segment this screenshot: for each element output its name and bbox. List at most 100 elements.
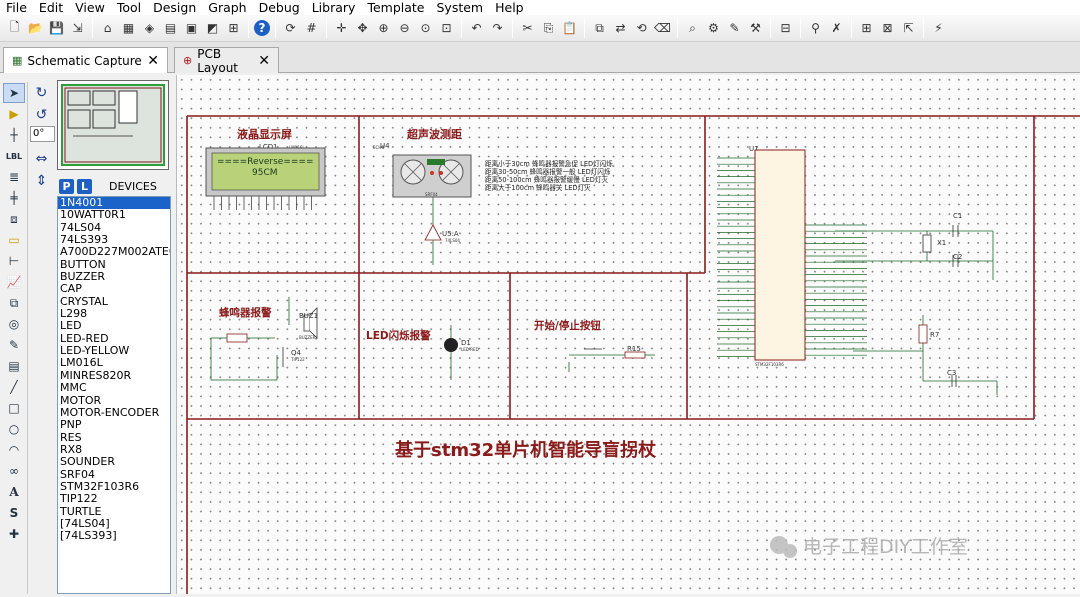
electrical-rule-icon[interactable]: ⚡ — [934, 21, 943, 35]
subcircuit-icon[interactable]: ⧈ — [10, 211, 18, 226]
decompose-icon[interactable]: ⚒ — [750, 21, 761, 35]
pcb-icon[interactable]: ◈ — [144, 21, 155, 35]
device-list-item[interactable]: TIP122 — [60, 492, 98, 506]
device-list-item[interactable]: PNP — [60, 418, 82, 432]
cut-icon[interactable]: ✂ — [522, 21, 533, 35]
menu-debug[interactable]: Debug — [258, 0, 300, 15]
device-pins-icon[interactable]: ⊢ — [8, 254, 20, 268]
text-icon[interactable]: A — [9, 485, 19, 499]
pick-devices-button[interactable]: P — [59, 178, 74, 194]
block-copy-icon[interactable]: ⧉ — [595, 20, 604, 35]
device-list-item[interactable]: MOTOR — [60, 393, 102, 407]
open-icon[interactable]: 📂 — [28, 21, 43, 35]
remove-sheet-icon[interactable]: ⊠ — [882, 21, 893, 35]
home-icon[interactable]: ⌂ — [103, 21, 112, 35]
selection-mode-icon[interactable]: ➤ — [3, 83, 25, 103]
line-icon[interactable]: ╱ — [10, 380, 18, 394]
device-list-item[interactable]: [74LS04] — [60, 516, 110, 530]
packaging-icon[interactable]: ✎ — [729, 21, 740, 35]
schematic-canvas[interactable]: 液晶显示屏 超声波测距 蜂鸣器报警 LED闪烁报警 开始/停止按钮 基于stm3… — [177, 75, 1080, 594]
3d-icon[interactable]: ◩ — [206, 21, 219, 35]
overview-window[interactable] — [57, 80, 169, 170]
schematic-icon[interactable]: ▦ — [122, 21, 135, 35]
marker-icon[interactable]: ✚ — [8, 527, 20, 541]
arc-icon[interactable]: ◠ — [8, 443, 20, 457]
generator-icon[interactable]: ◎ — [8, 317, 20, 331]
zoom-in-icon[interactable]: ⊕ — [378, 21, 389, 35]
device-list-item[interactable]: SOUNDER — [60, 455, 115, 469]
device-list-item[interactable]: RES — [60, 430, 82, 444]
bom-icon[interactable]: ▤ — [164, 21, 177, 35]
refresh-icon[interactable]: ⟳ — [285, 21, 296, 35]
device-list-item[interactable]: RX8 — [60, 442, 83, 456]
zoom-out-icon[interactable]: ⊖ — [399, 21, 410, 35]
menu-system[interactable]: System — [436, 0, 484, 15]
text-script-icon[interactable]: ≣ — [8, 170, 20, 184]
tab-pcb-layout[interactable]: ⊕ PCB Layout ✕ — [174, 47, 279, 75]
copy-icon[interactable]: ⎘ — [543, 20, 554, 35]
menu-help[interactable]: Help — [495, 0, 524, 15]
help-icon[interactable]: ? — [254, 20, 270, 36]
device-list-item[interactable]: MINRES820R — [60, 368, 132, 382]
close-icon[interactable]: ✕ — [258, 52, 270, 69]
circle-icon[interactable]: ○ — [8, 422, 20, 436]
device-list-item[interactable]: TURTLE — [60, 504, 102, 518]
menu-design[interactable]: Design — [153, 0, 197, 15]
gerber-icon[interactable]: ▣ — [185, 21, 198, 35]
origin-icon[interactable]: ✛ — [336, 21, 347, 35]
design-explorer-icon[interactable]: ⊞ — [228, 21, 239, 35]
menu-library[interactable]: Library — [311, 0, 356, 15]
box-icon[interactable]: □ — [8, 401, 20, 415]
junction-dot-icon[interactable]: ┼ — [10, 128, 18, 142]
make-device-icon[interactable]: ⚙ — [708, 21, 719, 35]
bus-icon[interactable]: ╪ — [10, 191, 18, 205]
device-list-item[interactable]: 74LS04 — [60, 220, 102, 234]
menu-file[interactable]: File — [6, 0, 27, 15]
device-list-item[interactable]: BUZZER — [60, 270, 106, 284]
path-icon[interactable]: ∞ — [9, 464, 19, 478]
mirror-vertical-icon[interactable]: ⇕ — [35, 173, 48, 189]
device-list-item[interactable]: CAP — [60, 282, 82, 296]
property-assign-icon[interactable]: ✗ — [831, 21, 842, 35]
graph-icon[interactable]: 📈 — [6, 275, 22, 289]
exit-parent-icon[interactable]: ⇱ — [903, 21, 914, 35]
save-icon[interactable]: 💾 — [49, 21, 64, 35]
device-list-item[interactable]: STM32F103R6 — [60, 479, 140, 493]
symbol-icon[interactable]: S — [9, 506, 19, 520]
menu-tool[interactable]: Tool — [116, 0, 142, 15]
search-icon[interactable]: ⚲ — [811, 21, 820, 35]
library-manager-button[interactable]: L — [77, 178, 92, 194]
wire-label-icon[interactable]: LBL — [5, 151, 23, 161]
redo-icon[interactable]: ↷ — [492, 21, 503, 35]
rotate-anticlockwise-icon[interactable]: ↺ — [35, 107, 48, 123]
block-rotate-icon[interactable]: ⟲ — [636, 21, 647, 35]
device-list-item[interactable]: LM016L — [60, 356, 103, 370]
device-list-item[interactable]: A700D227M002ATE018 — [60, 245, 170, 259]
rotate-clockwise-icon[interactable]: ↻ — [35, 85, 48, 101]
device-list-item[interactable]: 74LS393 — [60, 233, 109, 247]
device-list-item[interactable]: 10WATT0R1 — [60, 208, 126, 222]
device-list-item[interactable]: L298 — [60, 307, 88, 321]
tape-recorder-icon[interactable]: ⧉ — [9, 295, 19, 310]
device-list-item[interactable]: LED-RED — [60, 331, 109, 345]
menu-view[interactable]: View — [75, 0, 105, 15]
device-list-item[interactable]: SRF04 — [60, 467, 95, 481]
device-list-item[interactable]: LED-YELLOW — [60, 344, 130, 358]
device-list-item[interactable]: BUTTON — [60, 257, 106, 271]
undo-icon[interactable]: ↶ — [471, 21, 482, 35]
pan-icon[interactable]: ✥ — [357, 21, 368, 35]
menu-template[interactable]: Template — [367, 0, 425, 15]
device-list-item[interactable]: MMC — [60, 381, 87, 395]
device-list-item[interactable]: LED — [60, 319, 82, 333]
tab-schematic-capture[interactable]: ▦ Schematic Capture ✕ — [3, 47, 168, 73]
block-move-icon[interactable]: ⇄ — [615, 21, 626, 35]
device-list-item[interactable]: CRYSTAL — [60, 294, 108, 308]
block-delete-icon[interactable]: ⌫ — [654, 21, 671, 35]
device-list-item[interactable]: 1N4001 — [58, 197, 170, 210]
close-icon[interactable]: ✕ — [147, 52, 159, 69]
new-icon[interactable]: 🗋 — [9, 19, 20, 34]
device-list-item[interactable]: MOTOR-ENCODER — [60, 405, 160, 419]
virtual-instruments-icon[interactable]: ▤ — [8, 359, 20, 373]
import-icon[interactable]: ⇲ — [72, 21, 83, 35]
